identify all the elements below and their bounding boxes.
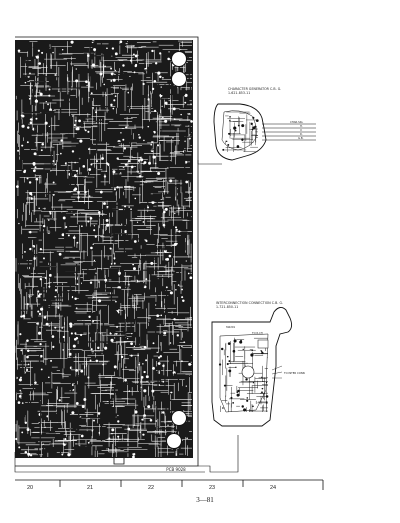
ic-part-label: TO INTER CONN [284, 372, 305, 375]
cg-pin-label: V. [300, 129, 303, 132]
main-board-code: PCB 9028 [166, 467, 186, 472]
grid-column-label: 22 [147, 485, 155, 491]
mounting-hole [171, 410, 187, 426]
cg-board-caption: CHARACTER GENERATOR C.B. G. [228, 87, 282, 91]
ic-board-part-number: 1-721-850-11 [216, 305, 239, 309]
grid-scale [15, 479, 324, 490]
ic-board-caption: INTERCONNECTION CONNECTION C.B. G. [216, 301, 284, 305]
grid-column-label: 23 [208, 485, 216, 491]
ic-part-label: SW201 [226, 326, 236, 329]
cg-pin-label: CHAR.SIG. [290, 121, 304, 124]
interconnection-board [211, 307, 293, 427]
main-pcb-layout [14, 36, 239, 473]
cg-board-part-number: 1-621-853-11 [228, 91, 251, 95]
character-generator-board [213, 103, 316, 161]
cg-pin-label: G.B. [298, 137, 304, 140]
cg-pin-label: H. [300, 125, 303, 128]
grid-column-label: 21 [86, 485, 94, 491]
grid-column-label: 20 [26, 485, 34, 491]
page-number: 3—81 [196, 496, 214, 504]
grid-column-label: 24 [269, 485, 277, 491]
ic-part-label: TO R.CH [252, 332, 263, 335]
cg-pin-label: R. [300, 133, 303, 136]
mounting-hole [166, 433, 182, 449]
mounting-hole [171, 71, 187, 87]
mounting-hole [171, 51, 187, 67]
